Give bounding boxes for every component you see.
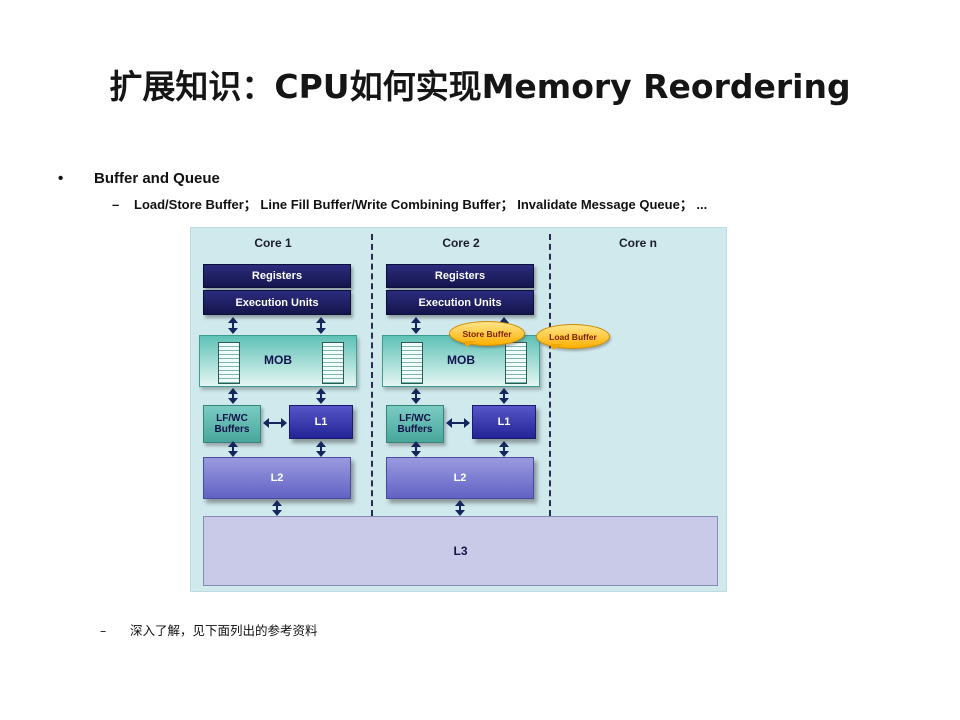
- core2-registers-box: Registers: [386, 264, 534, 288]
- sub-bullet-buffers: –Load/Store Buffer； Line Fill Buffer/Wri…: [112, 194, 707, 213]
- core1-registers-box: Registers: [203, 264, 351, 288]
- core1-header: Core 1: [254, 236, 292, 250]
- store-buffer-callout: Store Buffer: [449, 321, 525, 346]
- arrow: [411, 388, 421, 404]
- dash-marker: –: [112, 197, 120, 212]
- core1-mob-box: MOB: [199, 335, 357, 387]
- arrow: [446, 418, 470, 428]
- core-divider-2: [549, 234, 551, 516]
- footer-bullet-text: 深入了解，见下面列出的参考资料: [130, 623, 318, 638]
- arrow: [411, 441, 421, 457]
- l3-cache-box: L3: [203, 516, 718, 586]
- store-buffer-queue-icon: [218, 342, 240, 384]
- core-divider-1: [371, 234, 373, 516]
- bullet-text: Buffer and Queue: [94, 170, 220, 187]
- arrow: [272, 500, 282, 516]
- page-title: 扩展知识：CPU如何实现Memory Reordering: [109, 67, 851, 106]
- sub-bullet-references: – 深入了解，见下面列出的参考资料: [100, 620, 318, 639]
- load-buffer-callout: Load Buffer: [536, 324, 610, 349]
- core2-mob-label: MOB: [447, 353, 475, 367]
- core2-execution-units-box: Execution Units: [386, 290, 534, 315]
- core1-execution-units-box: Execution Units: [203, 290, 351, 315]
- arrow: [316, 317, 326, 334]
- arrow: [411, 317, 421, 334]
- coren-header: Core n: [618, 236, 657, 250]
- bullet-marker: •: [58, 170, 64, 187]
- arrow: [455, 500, 465, 516]
- core1-mob-label: MOB: [264, 353, 292, 367]
- arrow: [228, 317, 238, 334]
- arrow: [228, 388, 238, 404]
- bullet-buffer-and-queue: • Buffer and Queue: [58, 170, 220, 187]
- core1-l2-box: L2: [203, 457, 351, 499]
- arrow: [499, 441, 509, 457]
- arrow: [499, 388, 509, 404]
- sub-bullet-text: Load/Store Buffer； Line Fill Buffer/Writ…: [134, 197, 708, 212]
- load-buffer-queue-icon: [505, 342, 527, 384]
- core2-header: Core 2: [442, 236, 480, 250]
- arrow: [316, 441, 326, 457]
- arrow: [263, 418, 287, 428]
- load-buffer-queue-icon: [322, 342, 344, 384]
- core2-l1-box: L1: [472, 405, 536, 439]
- cpu-memory-diagram: Core 1 Core 2 Core n Registers Execution…: [190, 227, 727, 592]
- store-buffer-queue-icon: [401, 342, 423, 384]
- core2-lfwc-buffers-box: LF/WC Buffers: [386, 405, 444, 443]
- arrow: [316, 388, 326, 404]
- core1-l1-box: L1: [289, 405, 353, 439]
- core2-l2-box: L2: [386, 457, 534, 499]
- core1-lfwc-buffers-box: LF/WC Buffers: [203, 405, 261, 443]
- dash-marker: –: [100, 623, 107, 638]
- arrow: [228, 441, 238, 457]
